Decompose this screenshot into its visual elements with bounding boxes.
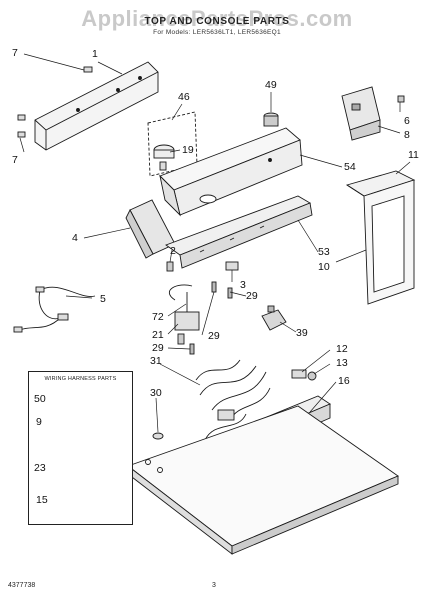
part-number-label: 50	[34, 393, 46, 405]
thermostat-part	[291, 369, 317, 381]
part-number-label: 6	[404, 115, 410, 127]
part-number-label: 29	[246, 290, 258, 302]
part-number-label: 9	[36, 416, 42, 428]
rear-bracket-part	[34, 61, 159, 151]
end-cap-part	[341, 86, 405, 141]
part-number-label: 29	[208, 330, 220, 342]
part-number-label: 2	[170, 245, 176, 257]
part-number-label: 4	[72, 232, 78, 244]
switch-part	[261, 305, 287, 331]
document-id: 4377738	[8, 582, 36, 589]
wire-harness-part	[13, 286, 96, 333]
control-rail-part	[165, 195, 313, 269]
part-number-label: 49	[265, 79, 277, 91]
clip-part	[225, 261, 239, 271]
part-number-label: 13	[336, 357, 348, 369]
push-button-part	[263, 112, 279, 127]
screw-part	[166, 261, 174, 272]
screw-part	[17, 66, 93, 138]
part-number-label: 3	[240, 279, 246, 291]
left-end-cap-part	[125, 199, 176, 259]
part-number-label: 46	[178, 91, 190, 103]
part-number-label: 11	[408, 149, 419, 161]
diagram-subtitle: For Models: LER5636LT1, LER5636EQ1	[153, 29, 281, 36]
part-number-label: 5	[100, 293, 106, 305]
part-number-label: 53	[318, 246, 330, 258]
part-number-label: 21	[152, 329, 164, 341]
part-number-label: 30	[150, 387, 162, 399]
diagram-title: TOP AND CONSOLE PARTS	[144, 16, 290, 27]
part-number-label: 19	[182, 144, 194, 156]
legend-title: WIRING HARNESS PARTS	[44, 376, 117, 382]
timer-part	[168, 284, 200, 345]
part-number-label: 31	[150, 355, 162, 367]
part-number-label: 10	[318, 261, 330, 273]
part-number-label: 39	[296, 327, 308, 339]
part-number-label: 72	[152, 311, 164, 323]
part-number-label: 1	[92, 48, 98, 60]
plug-part	[152, 432, 164, 440]
part-number-label: 8	[404, 129, 410, 141]
part-number-label: 23	[34, 462, 46, 474]
part-number-label: 16	[338, 375, 350, 387]
watermark: AppliancePartsPros.com	[81, 6, 353, 31]
top-panel-part	[127, 405, 399, 555]
side-panel-part	[345, 170, 416, 305]
part-number-label: 15	[36, 494, 48, 506]
part-number-label: 54	[344, 161, 356, 173]
part-number-label: 29	[152, 342, 164, 354]
part-number-label: 12	[336, 343, 348, 355]
part-number-label: 7	[12, 47, 18, 59]
console-panel-part	[159, 127, 303, 217]
part-number-label: 7	[12, 154, 18, 166]
wiring-harness-legend-box: WIRING HARNESS PARTS	[28, 371, 133, 525]
page-number: 3	[212, 582, 216, 589]
